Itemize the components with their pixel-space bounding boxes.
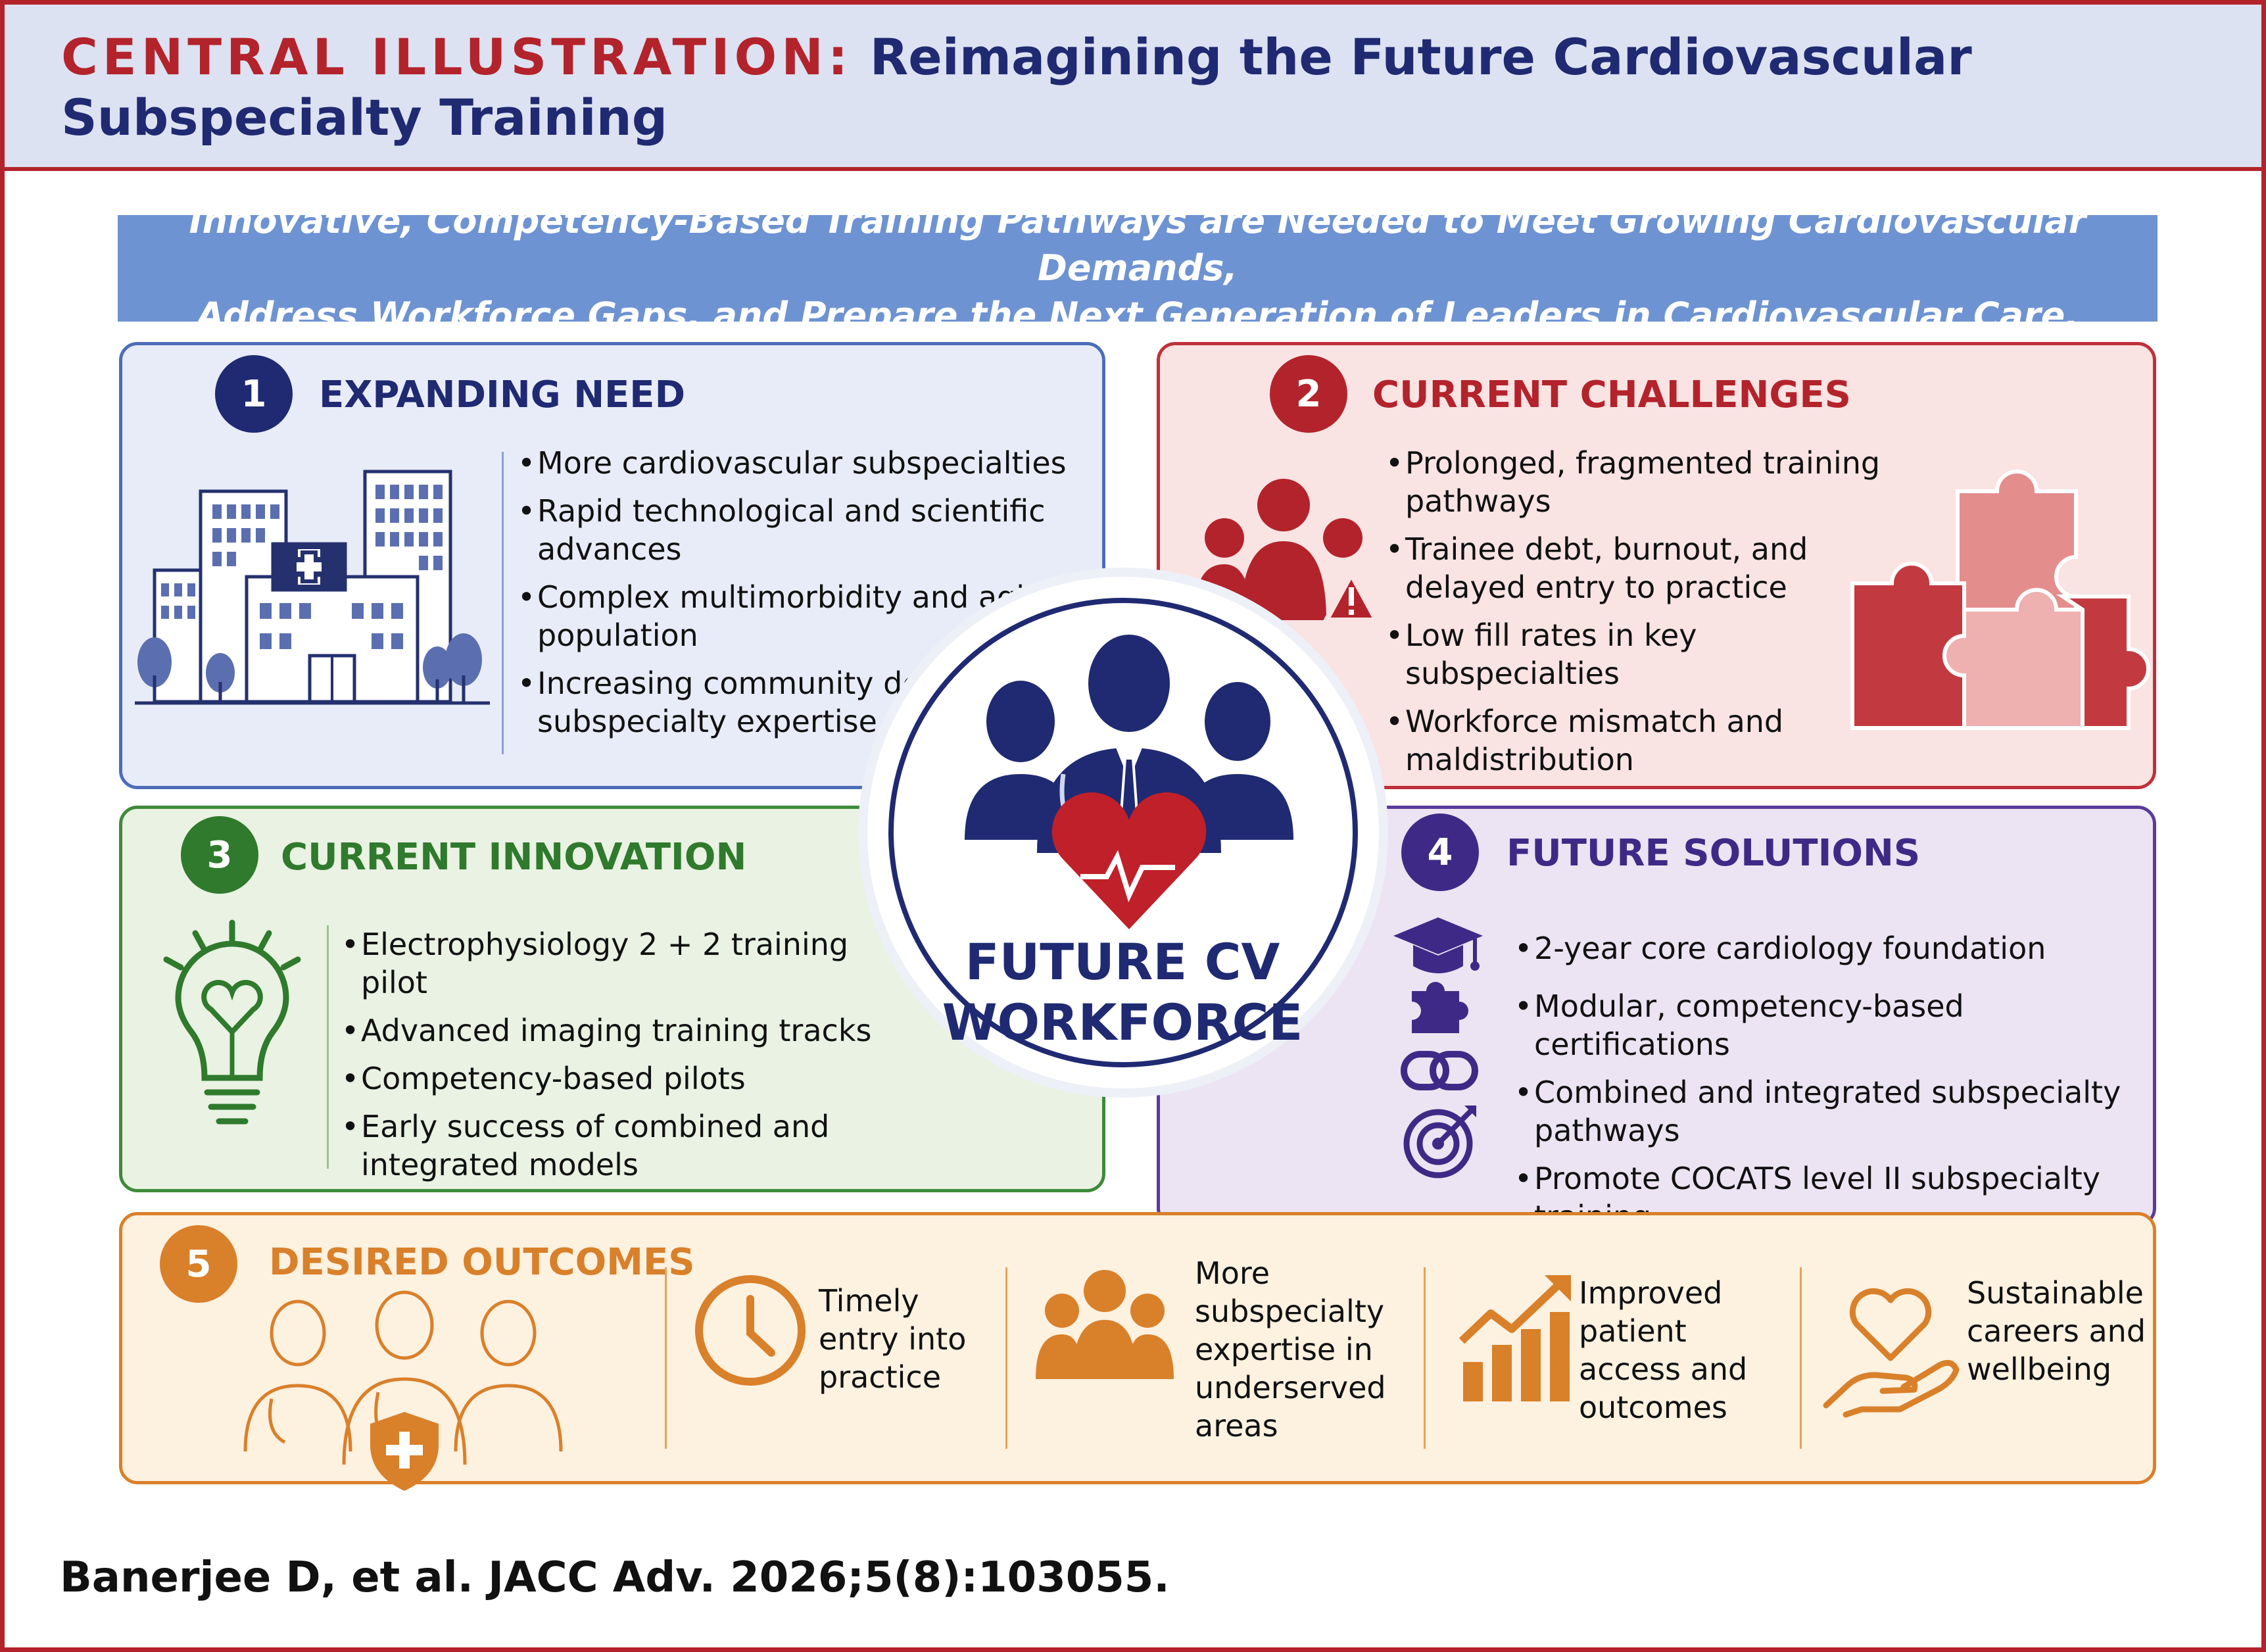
outcome-timely-entry: Timely entry into practice <box>819 1283 967 1395</box>
panel-3-item: Advanced imaging training tracks <box>341 1011 880 1050</box>
growth-chart-icon <box>1458 1275 1571 1401</box>
panel-1-number: 1 <box>215 355 293 433</box>
panel-1-divider <box>502 452 504 754</box>
panel-3-divider <box>327 925 329 1169</box>
panel-2-item: Trainee debt, burnout, and delayed entry… <box>1386 530 1885 606</box>
doctors-heart-icon <box>965 635 1293 929</box>
outcome-separator <box>1005 1267 1007 1449</box>
panel-2-item: Workforce mismatch and maldistribution <box>1386 702 1885 779</box>
banner-line-1: Innovative, Competency-Based Training Pa… <box>189 200 2086 289</box>
community-icon <box>1036 1270 1174 1379</box>
outcome-sustainable-careers: Sustainable careers and wellbeing <box>1967 1275 2146 1387</box>
outcome-subspecialty-expertise: More subspecialty expertise in underserv… <box>1195 1255 1386 1444</box>
clock-icon <box>695 1275 806 1386</box>
panel-1-title: EXPANDING NEED <box>319 374 686 416</box>
page-title: CENTRAL ILLUSTRATION: Reimagining the Fu… <box>61 27 2165 148</box>
panel-1-item: Rapid technological and scientific advan… <box>518 492 1083 568</box>
outcome-separator <box>1424 1267 1426 1449</box>
panel-4-item: 2-year core cardiology foundation <box>1514 929 2146 967</box>
lightbulb-heart-icon <box>163 919 301 1125</box>
chain-link-icon <box>1401 1051 1478 1090</box>
panel-2-item: Prolonged, fragmented training pathways <box>1386 444 1885 520</box>
panel-3-list: Electrophysiology 2 + 2 training pilot A… <box>341 925 880 1194</box>
panel-1-item: More cardiovascular subspecialties <box>518 444 1083 482</box>
graduation-cap-icon <box>1393 917 1483 973</box>
center-label-line-2: WORKFORCE <box>942 993 1303 1052</box>
outcome-separator <box>1800 1267 1802 1449</box>
puzzle-pieces-icon <box>1850 470 2150 730</box>
panel-2-item: Low fill rates in key subspecialties <box>1386 616 1885 692</box>
panel-3-number: 3 <box>181 816 258 894</box>
key-message-banner: Innovative, Competency-Based Training Pa… <box>118 200 2158 336</box>
panel-4-title: FUTURE SOLUTIONS <box>1507 832 1921 875</box>
panel-5-title: DESIRED OUTCOMES <box>269 1241 695 1284</box>
heart-hand-icon <box>1823 1288 1960 1418</box>
people-warning-icon <box>1195 479 1381 623</box>
header <box>5 5 2261 171</box>
panel-4-item: Combined and integrated subspecialty pat… <box>1514 1073 2146 1150</box>
panel-3-item: Early success of combined and integrated… <box>341 1107 880 1184</box>
target-icon <box>1403 1105 1476 1178</box>
panel-5-number: 5 <box>160 1225 237 1303</box>
panel-4-number: 4 <box>1401 814 1479 891</box>
center-label-line-1: FUTURE CV <box>965 933 1280 991</box>
panel-2-list: Prolonged, fragmented training pathways … <box>1386 444 1885 789</box>
panel-3-title: CURRENT INNOVATION <box>281 836 747 879</box>
outcome-separator <box>665 1267 667 1449</box>
panel-1-item: Complex multimorbidity and aging populat… <box>518 578 1083 654</box>
panel-3-item: Competency-based pilots <box>341 1059 880 1098</box>
panel-4-list: 2-year core cardiology foundation Modula… <box>1514 929 2146 1246</box>
banner-line-2: Address Workforce Gaps, and Prepare the … <box>197 295 2079 336</box>
hospital-buildings-icon <box>135 470 490 705</box>
outcome-patient-access: Improved patient access and outcomes <box>1579 1275 1748 1425</box>
citation: Banerjee D, et al. JACC Adv. 2026;5(8):1… <box>60 1553 1170 1602</box>
panel-4-item: Modular, competency-based certifications <box>1514 987 2146 1063</box>
doctors-shield-icon <box>243 1290 563 1491</box>
panel-2-title: CURRENT CHALLENGES <box>1372 374 1851 416</box>
panel-3-item: Electrophysiology 2 + 2 training pilot <box>341 925 880 1002</box>
title-lead: CENTRAL ILLUSTRATION: <box>61 28 853 86</box>
panel-1-list: More cardiovascular subspecialties Rapid… <box>518 444 1083 750</box>
title-rest: Reimagining the Future Cardiovascular Su… <box>61 28 1972 147</box>
center-label: FUTURE CV WORKFORCE <box>912 932 1333 1053</box>
puzzle-piece-icon <box>1412 982 1468 1033</box>
panel-2-number: 2 <box>1270 355 1347 433</box>
